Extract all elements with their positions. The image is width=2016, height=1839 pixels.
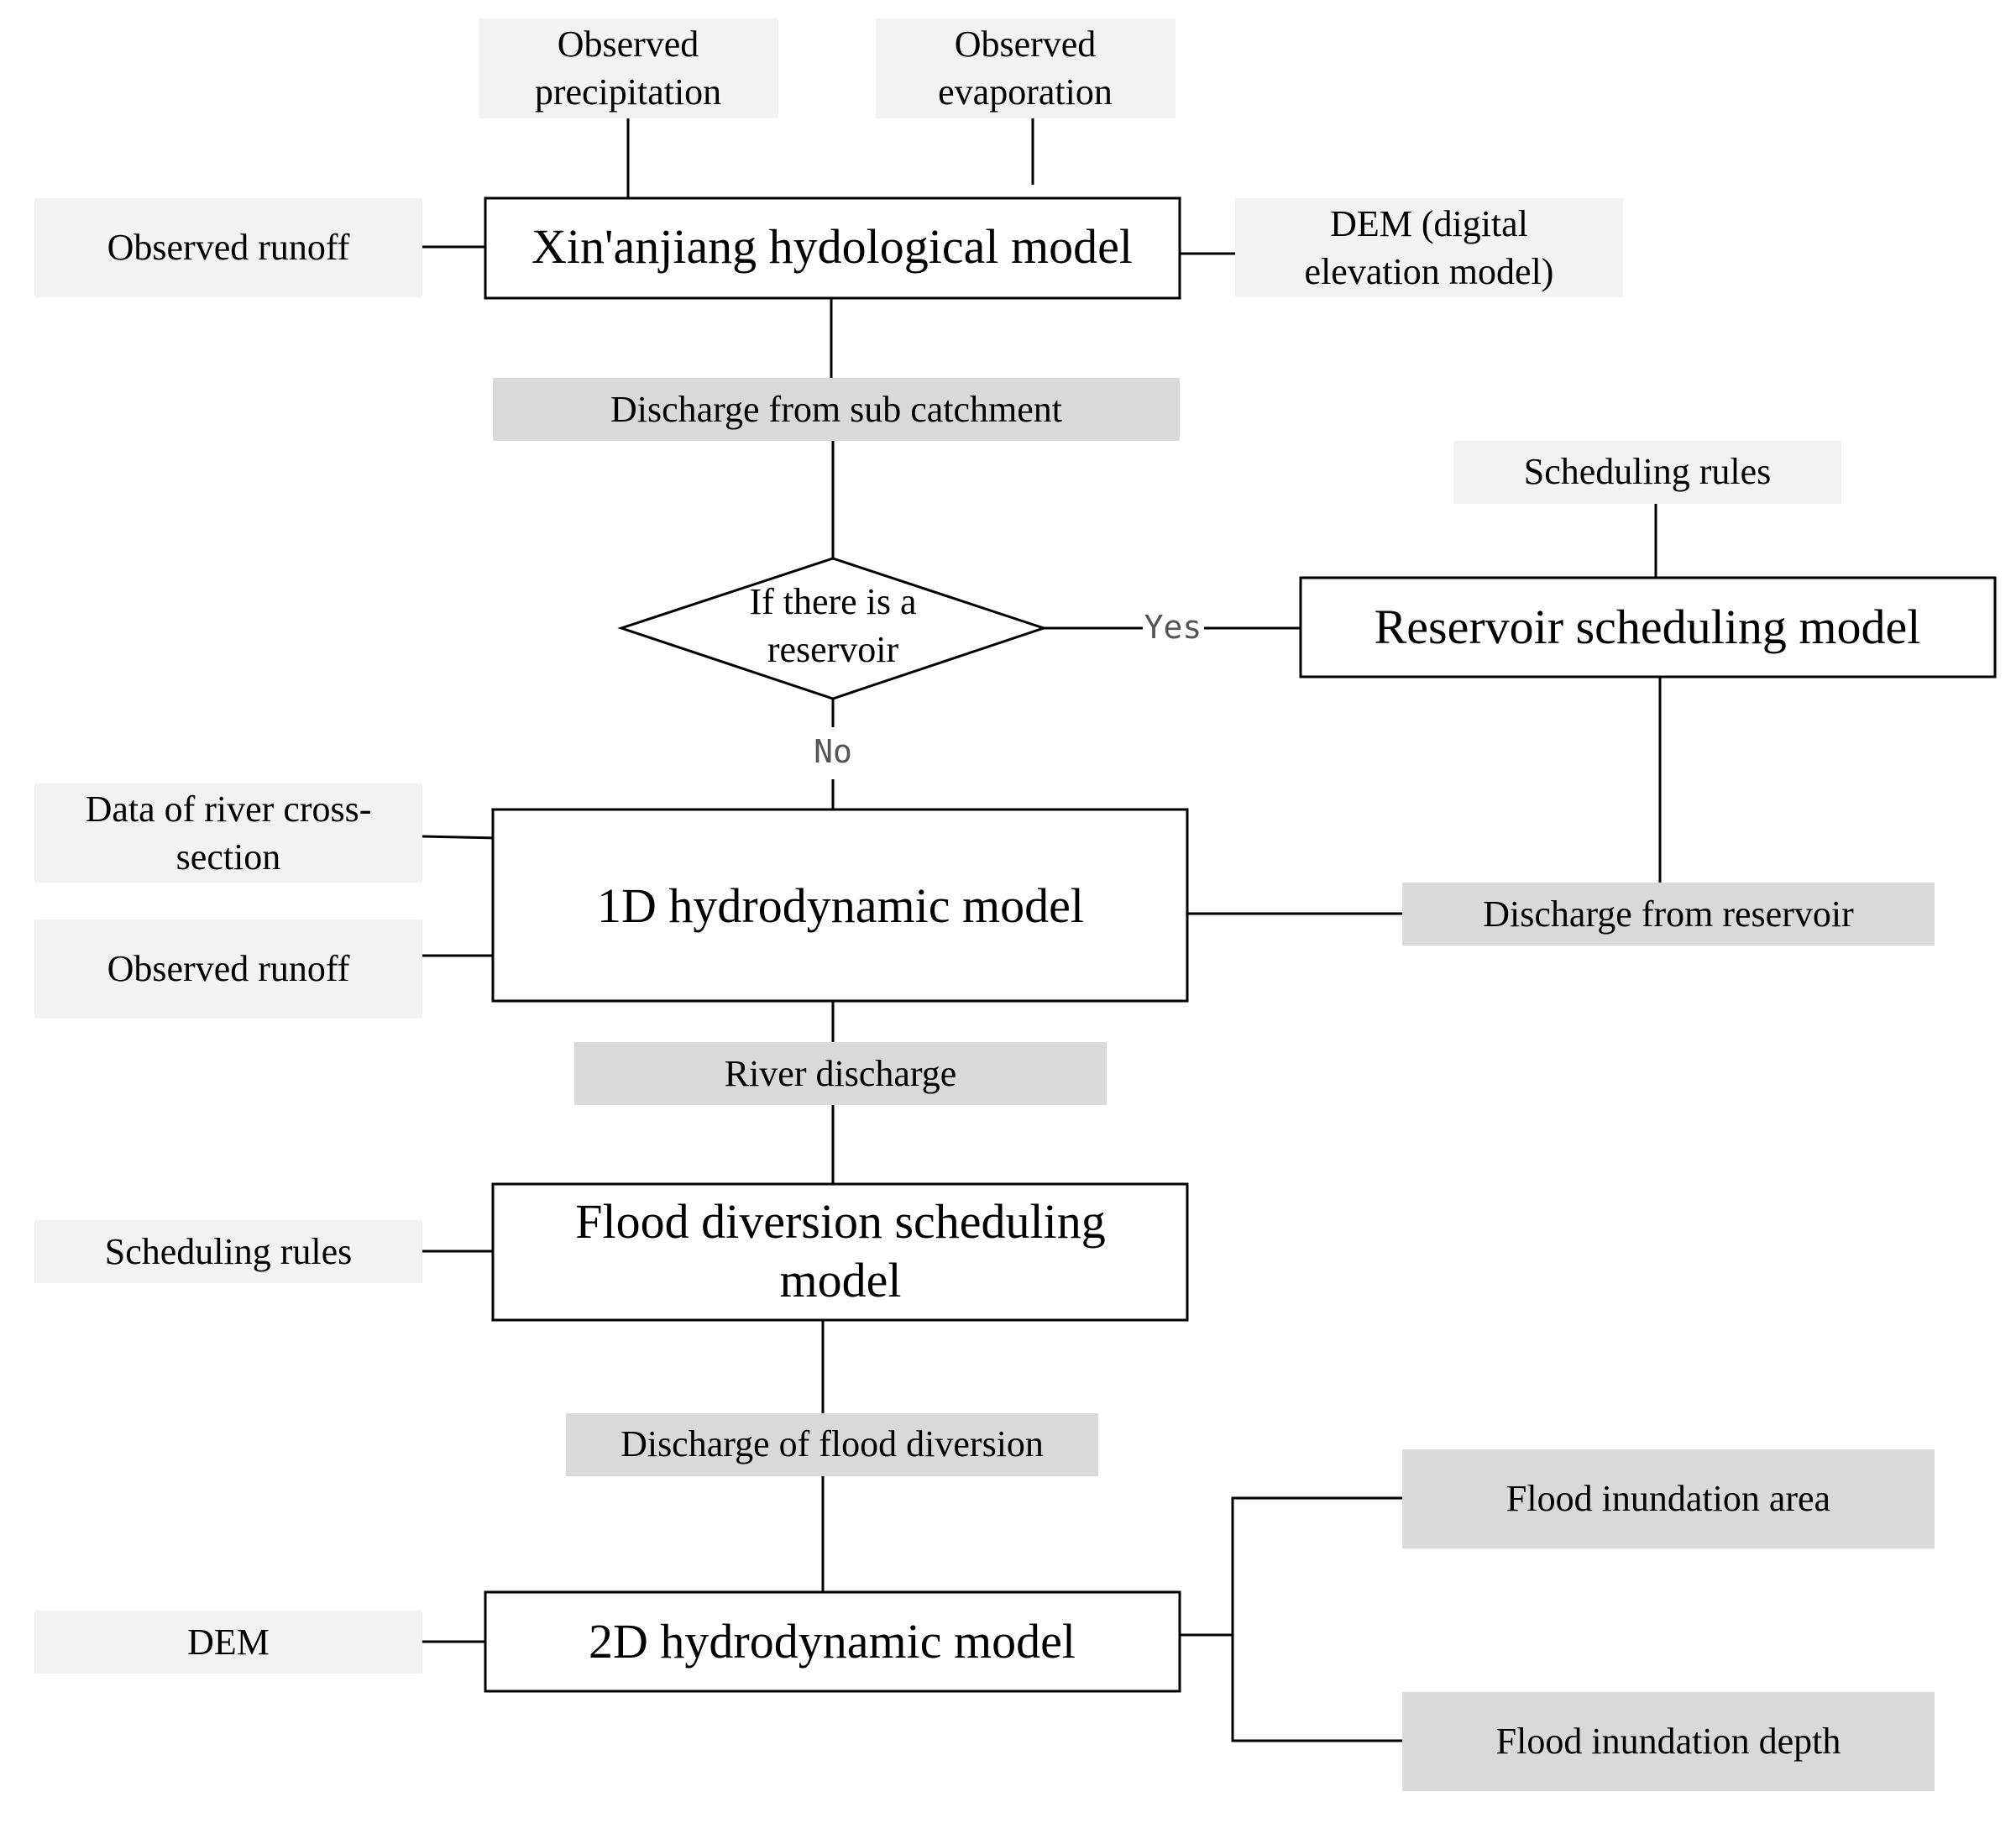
hydro2d-model-box: 2D hydrodynamic model (484, 1590, 1181, 1693)
observed-runoff-top-box: Observed runoff (34, 198, 422, 297)
inundation-area-label: Flood inundation area (1506, 1478, 1830, 1519)
river-discharge-label: River discharge (725, 1053, 957, 1094)
observed-evaporation-box: Observed evaporation (876, 18, 1176, 118)
observed-runoff-1d-label: Observed runoff (107, 948, 350, 989)
connector-cross-section (422, 835, 499, 840)
dem-digital-line2: elevation model) (1305, 251, 1554, 292)
discharge-sub-catchment-box: Discharge from sub catchment (493, 378, 1180, 441)
connectors (422, 118, 1662, 1742)
discharge-sub-catchment-label: Discharge from sub catchment (610, 389, 1062, 430)
xinanjiang-model-box: Xin'anjiang hydological model (484, 196, 1181, 300)
xinanjiang-model-label: Xin'anjiang hydological model (531, 219, 1133, 274)
hydro1d-model-label: 1D hydrodynamic model (597, 878, 1084, 933)
river-cross-section-line2: section (176, 836, 281, 878)
hydro2d-model-label: 2D hydrodynamic model (589, 1614, 1076, 1669)
dem-digital-line1: DEM (digital (1330, 203, 1528, 244)
flow-boxes: Discharge from sub catchment Discharge f… (493, 378, 1935, 1791)
reservoir-decision: If there is a reservoir Yes No (617, 557, 1202, 770)
scheduling-rules-reservoir-box: Scheduling rules (1453, 441, 1841, 504)
decision-no-label: No (814, 733, 852, 770)
scheduling-rules-diversion-label: Scheduling rules (105, 1231, 353, 1272)
discharge-reservoir-box: Discharge from reservoir (1402, 883, 1935, 946)
inundation-depth-label: Flood inundation depth (1496, 1721, 1841, 1762)
decision-diamond (617, 557, 1048, 700)
observed-runoff-top-label: Observed runoff (107, 227, 350, 268)
dem-label: DEM (187, 1622, 270, 1663)
discharge-flood-diversion-label: Discharge of flood diversion (621, 1423, 1044, 1464)
decision-yes-label: Yes (1144, 609, 1202, 646)
model-boxes: Xin'anjiang hydological model Reservoir … (484, 196, 1997, 1693)
decision-line2: reservoir (767, 629, 899, 670)
hydro1d-model-box: 1D hydrodynamic model (491, 808, 1189, 1003)
observed-runoff-1d-box: Observed runoff (34, 920, 422, 1019)
observed-precipitation-line2: precipitation (535, 71, 721, 113)
decision-line1: If there is a (749, 581, 916, 622)
scheduling-rules-reservoir-label: Scheduling rules (1524, 451, 1772, 492)
observed-evaporation-line1: Observed (955, 24, 1097, 65)
discharge-reservoir-label: Discharge from reservoir (1483, 893, 1854, 935)
scheduling-rules-diversion-box: Scheduling rules (34, 1220, 422, 1283)
input-boxes: Observed precipitation Observed evaporat… (34, 18, 1841, 1674)
connector-output-bracket (1231, 1496, 1402, 1742)
inundation-area-box: Flood inundation area (1402, 1449, 1935, 1548)
reservoir-model-label: Reservoir scheduling model (1375, 600, 1921, 654)
discharge-flood-diversion-box: Discharge of flood diversion (566, 1413, 1098, 1476)
reservoir-model-box: Reservoir scheduling model (1299, 576, 1997, 678)
dem-box: DEM (34, 1611, 422, 1674)
observed-precipitation-box: Observed precipitation (479, 18, 778, 118)
observed-precipitation-line1: Observed (558, 24, 699, 65)
river-cross-section-box: Data of river cross- section (34, 783, 422, 883)
flood-diversion-model-box: Flood diversion scheduling model (491, 1182, 1189, 1322)
river-discharge-box: River discharge (574, 1042, 1107, 1105)
inundation-depth-box: Flood inundation depth (1402, 1692, 1935, 1791)
flood-diversion-model-line1: Flood diversion scheduling (575, 1194, 1106, 1249)
observed-evaporation-line2: evaporation (938, 71, 1113, 113)
river-cross-section-line1: Data of river cross- (86, 789, 372, 830)
dem-digital-box: DEM (digital elevation model) (1235, 198, 1623, 297)
flood-diversion-model-line2: model (780, 1253, 902, 1307)
